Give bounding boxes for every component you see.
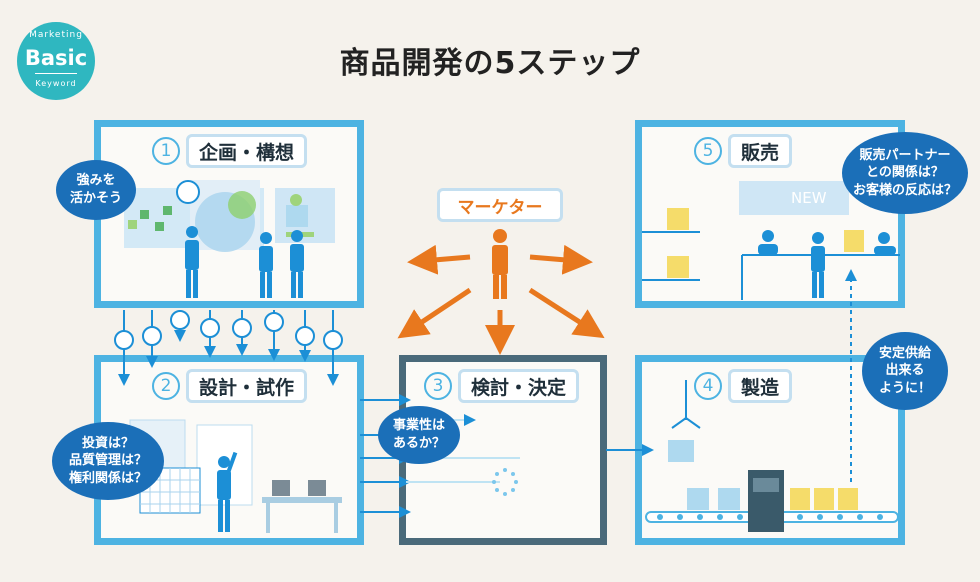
step-2-label: 設計・試作: [186, 369, 308, 403]
step-1-number: 1: [152, 137, 180, 165]
step-2-number: 2: [152, 372, 180, 400]
lightbulb-icon: [176, 180, 200, 204]
planner-figures: [185, 226, 304, 298]
marketer-label: マーケター: [437, 188, 563, 222]
strengths-bubble: 強みを活かそう: [56, 160, 136, 220]
step-1-label: 企画・構想: [186, 134, 308, 168]
viability-bubble: 事業性はあるか？: [378, 406, 460, 464]
badge-bottom-text: Keyword: [35, 79, 77, 88]
lifted-box: [668, 440, 694, 462]
step-5-number: 5: [694, 137, 722, 165]
step-3-label: 検討・決定: [458, 369, 580, 403]
page-title: 商品開発の5ステップ: [339, 46, 641, 81]
step-5-label: 販売: [728, 134, 793, 168]
basic-keyword-badge: Marketing Basic Keyword: [17, 22, 95, 100]
marketer-figure: [492, 229, 508, 299]
idea-bulbs: [114, 310, 343, 350]
badge-top-text: Marketing: [29, 30, 83, 40]
badge-main-text: Basic: [24, 46, 88, 70]
workbench: [262, 497, 342, 503]
decision-spark: [492, 468, 518, 496]
step-4-number: 4: [694, 372, 722, 400]
investment-bubble: 投資は？品質管理は？権利関係は？: [52, 422, 164, 500]
new-sign: NEW: [739, 181, 849, 215]
step-4-label: 製造: [728, 369, 793, 403]
designer-figure: [217, 451, 238, 532]
sales-figures: [758, 230, 896, 298]
supply-bubble: 安定供給出来るように！: [862, 332, 948, 410]
step-3-number: 3: [424, 372, 452, 400]
badge-rule: [35, 73, 77, 74]
marketer-arrows: [397, 244, 605, 355]
shelf-product: [667, 208, 689, 230]
sales-bubble: 販売パートナーとの関係は？お客様の反応は？: [842, 132, 968, 214]
